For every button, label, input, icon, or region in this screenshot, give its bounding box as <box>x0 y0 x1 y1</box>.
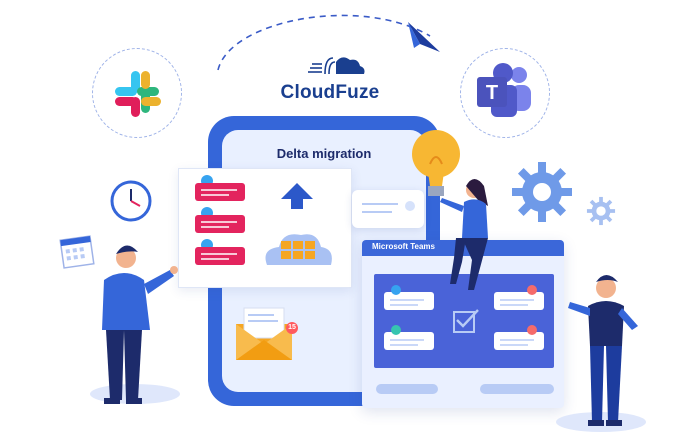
slack-message-bubble <box>195 175 245 201</box>
slack-message-bubble <box>195 207 245 233</box>
teams-app-circle: T <box>460 48 550 138</box>
slack-logo-icon <box>115 71 161 117</box>
gear-icon <box>586 196 616 226</box>
lightbulb <box>410 128 466 208</box>
lightbulb-icon <box>412 130 460 196</box>
woman-illustration <box>440 179 488 290</box>
upload-arrow-icon <box>281 183 313 209</box>
teams-logo-icon: T <box>477 63 531 117</box>
envelope-icon <box>236 307 292 360</box>
clock-icon <box>110 180 152 222</box>
man-illustration-left <box>102 245 178 404</box>
slack-app-circle <box>92 48 182 138</box>
checkbox-icon <box>453 309 479 333</box>
brand-name: CloudFuze <box>280 82 380 103</box>
slack-messages-card <box>178 168 352 288</box>
cloudfuze-logo: CloudFuze <box>270 52 390 108</box>
email-envelope: 15 <box>234 306 298 362</box>
teams-message-bubble <box>384 285 434 310</box>
teams-message-bubble <box>494 325 544 350</box>
teams-window-title: Microsoft Teams <box>372 242 435 251</box>
phone-title: Delta migration <box>276 146 372 161</box>
paper-plane-icon <box>408 22 440 52</box>
cloudfuze-mark-icon <box>308 57 365 75</box>
slack-message-bubble <box>195 239 245 265</box>
cloud-icon <box>265 234 332 265</box>
teams-message-board <box>374 274 554 368</box>
teams-message-bubble <box>384 325 434 350</box>
man-illustration-right <box>568 275 638 426</box>
svg-text:T: T <box>486 82 498 104</box>
teams-placeholder-bar <box>480 384 554 394</box>
teams-message-bubble <box>494 285 544 310</box>
calendar-icon <box>59 235 95 269</box>
message-bubble <box>352 190 424 228</box>
gear-icon <box>512 162 572 222</box>
teams-placeholder-bar <box>376 384 438 394</box>
mail-badge: 15 <box>286 322 298 334</box>
